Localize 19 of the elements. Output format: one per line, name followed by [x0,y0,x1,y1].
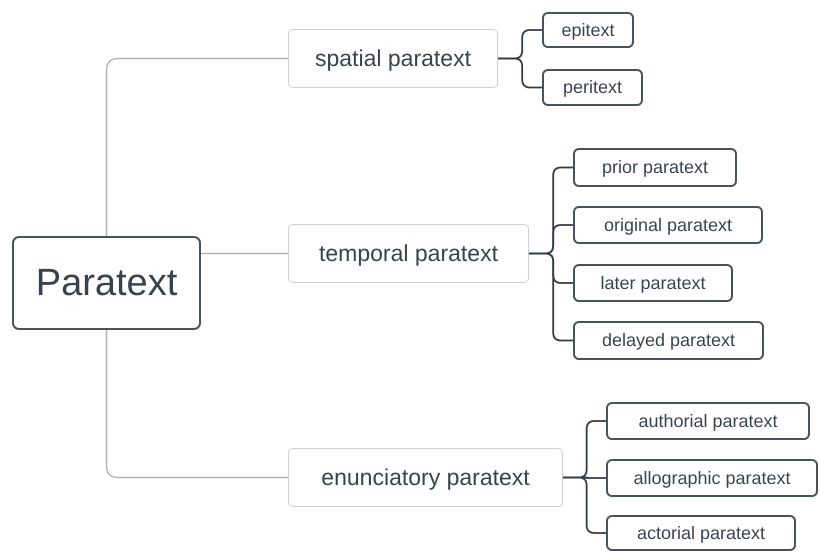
subtopic-box: prior paratext [573,148,737,187]
subtopic-box: delayed paratext [573,321,764,360]
topic-box: spatial paratext [288,29,498,88]
subtopic-box: allographic paratext [606,459,818,497]
connector-line [106,330,288,478]
subtopic-box: later paratext [573,264,733,302]
root-topic-box: Paratext [12,236,201,330]
subtopic-box: authorial paratext [606,402,810,440]
connector-line [201,252,288,254]
connector-line [106,58,288,236]
connector-line [529,252,573,342]
topic-box: enunciatory paratext [288,448,563,507]
connector-line [563,476,606,534]
subtopic-box: actorial paratext [606,515,796,551]
connector-line [498,58,542,88]
subtopic-box: original paratext [573,206,763,244]
subtopic-box: peritext [542,69,643,106]
topic-box: temporal paratext [288,224,529,283]
subtopic-box: epitext [542,12,634,48]
